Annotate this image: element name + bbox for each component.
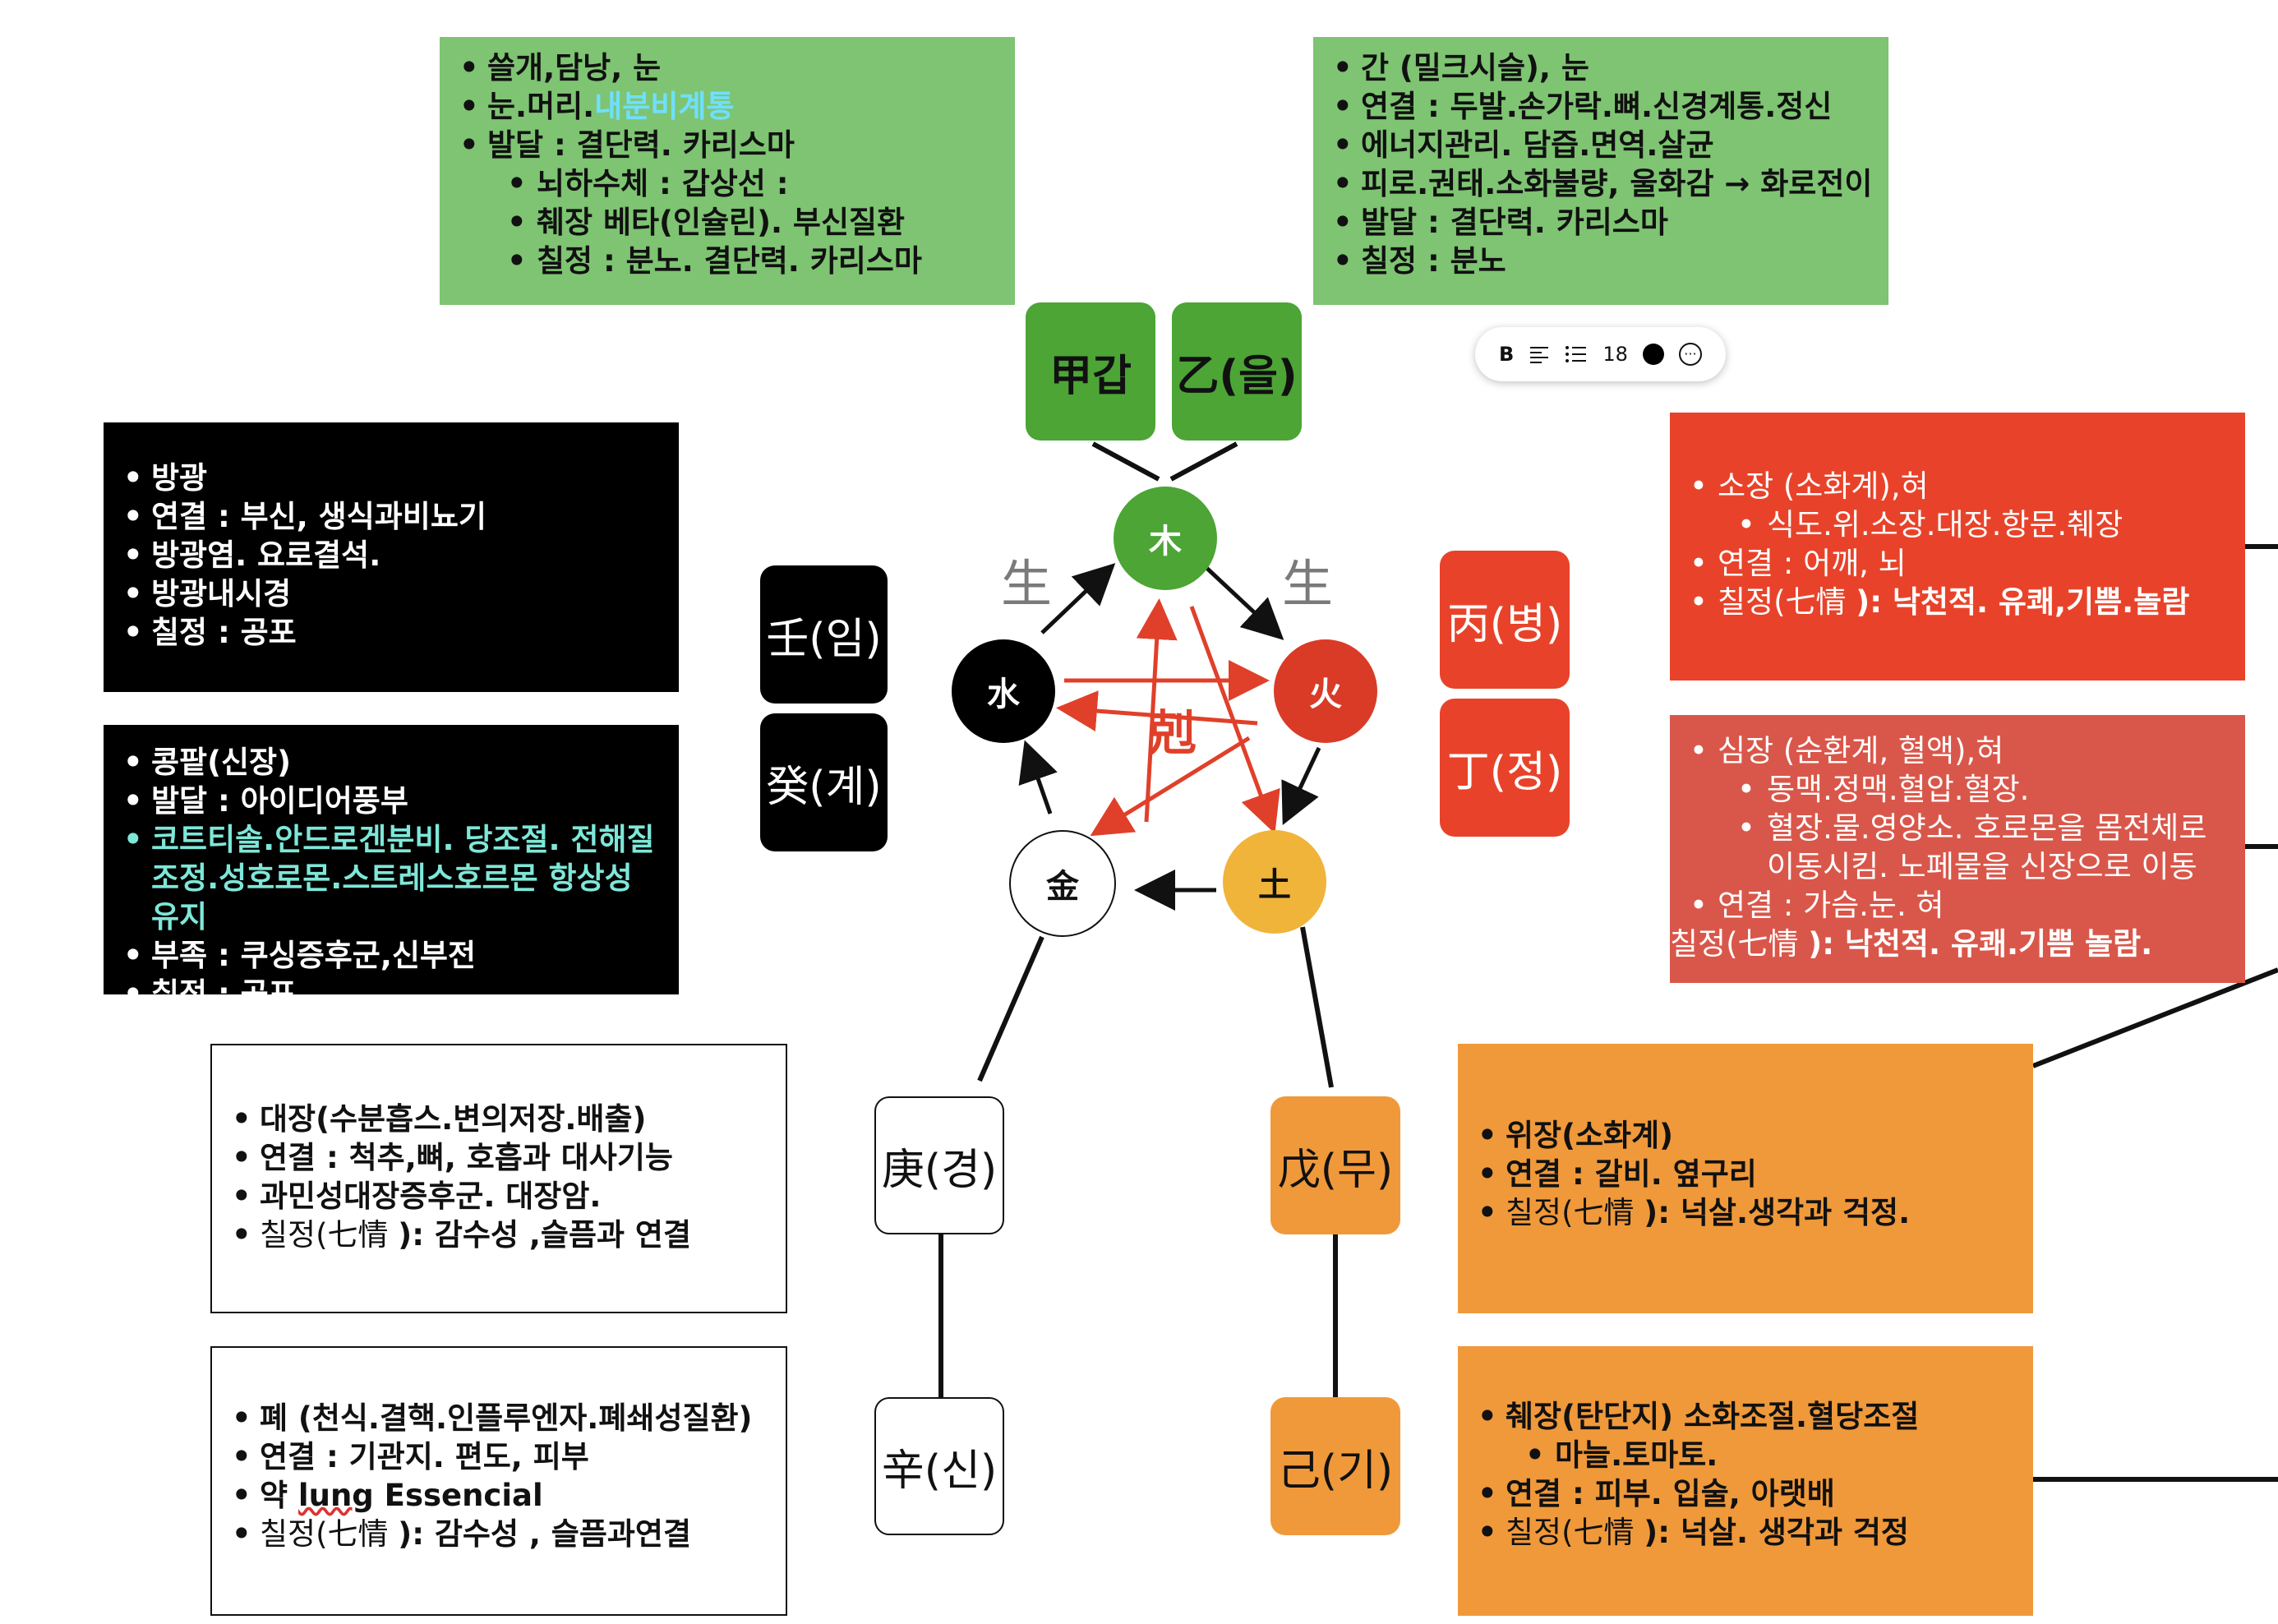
- list-item: 칠정(七情 ): 감수성 , 슬픔과연결: [212, 1515, 786, 1553]
- connector-line: [1169, 441, 1238, 482]
- list-item: 칠정(七情 ): 낙천적. 유쾌,기쁨.놀람: [1670, 583, 2245, 621]
- list-item: 약 lung Essencial: [212, 1476, 786, 1515]
- stem-jeong[interactable]: 丁(정): [1440, 699, 1570, 837]
- list-item: 연결 : 어깨, 뇌: [1670, 544, 2245, 583]
- arrow-fire-to-earth: [1281, 746, 1321, 826]
- list-item: 연결 : 두발.손가락.뼈.신경계통.정신: [1313, 87, 1888, 126]
- earth-stomach-box: 위장(소화계) 연결 : 갈비. 옆구리 칠정(七情 ): 넉살.생각과 걱정.: [1458, 1044, 2033, 1313]
- element-fire[interactable]: 火: [1274, 639, 1377, 743]
- stem-gyeong[interactable]: 庚(경): [874, 1096, 1004, 1234]
- arrow-wood-to-fire: [1202, 564, 1284, 640]
- connector-line: [977, 935, 1044, 1082]
- list-item: 쓸개,담낭, 눈: [440, 48, 1015, 87]
- list-item: 발달 : 결단력. 카리스마: [440, 126, 1015, 164]
- list-item: 발달 : 아이디어풍부: [104, 782, 662, 820]
- stem-gap[interactable]: 甲갑: [1026, 302, 1155, 441]
- list-item: 칠정 : 분노: [1313, 242, 1888, 280]
- list-item: 췌장 베타(인슐린). 부신질환: [440, 203, 1015, 242]
- text-format-toolbar: B 18 ···: [1475, 327, 1726, 381]
- connector-line: [2031, 967, 2278, 1068]
- generate-label-right: 生: [1282, 554, 1334, 614]
- wood-gallbladder-box: 쓸개,담낭, 눈 눈.머리.내분비계통 발달 : 결단력. 카리스마 뇌하수체 …: [440, 37, 1015, 305]
- list-item: 연결 : 기관지. 편도, 피부: [212, 1437, 786, 1476]
- list-item: 췌장(탄단지) 소화조절.혈당조절: [1458, 1397, 2033, 1436]
- list-item: 연결 : 갈비. 옆구리: [1458, 1155, 2033, 1193]
- list-item: 칠정 : 공포: [104, 613, 679, 652]
- fire-heart-box: 심장 (순환계, 혈액),혀 동맥.정맥.혈압.혈장. 혈장.물.영양소. 호로…: [1670, 715, 2245, 983]
- stem-mu[interactable]: 戊(무): [1270, 1096, 1400, 1234]
- wood-liver-box: 간 (밀크시슬), 눈 연결 : 두발.손가락.뼈.신경계통.정신 에너지관리.…: [1313, 37, 1888, 305]
- list-item: 식도.위.소장.대장.항문.췌장: [1670, 505, 2245, 544]
- list-item: 연결 : 부신, 생식과비뇨기: [104, 497, 679, 536]
- list-item: 코트티솔.안드로겐분비. 당조절. 전해질조정.성호로몬.스트레스호르몬 항상성…: [104, 820, 662, 936]
- list-item: 연결 : 척추,뼈, 호흡과 대사기능: [212, 1138, 786, 1177]
- arrow-metal-to-water: [1018, 740, 1058, 814]
- list-item: 방광내시경: [104, 574, 679, 613]
- element-water[interactable]: 水: [952, 639, 1055, 743]
- stem-gye[interactable]: 癸(계): [760, 713, 888, 851]
- list-item: 에너지관리. 담즙.면역.살균: [1313, 126, 1888, 164]
- bullet-list-icon[interactable]: [1565, 345, 1588, 363]
- generate-label-left: 生: [1001, 554, 1053, 614]
- metal-large-intestine-box: 대장(수분흡스.변의저장.배출) 연결 : 척추,뼈, 호흡과 대사기능 과민성…: [210, 1044, 787, 1313]
- list-item: 칠정 : 분노. 결단력. 카리스마: [440, 242, 1015, 280]
- list-item: 칠정(七情 ): 낙천적. 유쾌.기쁨 놀람.: [1670, 926, 2153, 962]
- list-item: 심장 (순환계, 혈액),혀: [1670, 731, 2237, 770]
- arrow-fire-controls-metal: [1056, 690, 1258, 731]
- list-item: 과민성대장증후군. 대장암.: [212, 1177, 786, 1216]
- list-item: 연결 : 가슴.눈. 혀: [1670, 886, 2237, 925]
- list-item: 대장(수분흡스.변의저장.배출): [212, 1100, 786, 1138]
- list-item: 뇌하수체 : 갑상선 :: [440, 164, 1015, 203]
- stem-eul[interactable]: 乙(을): [1172, 302, 1302, 441]
- control-label: 剋: [1149, 705, 1197, 761]
- list-item: 방광: [104, 459, 679, 497]
- list-item: 눈.머리.내분비계통: [440, 87, 1015, 126]
- list-item: 혈장.물.영양소. 호로몬을 몸전체로 이동시킴. 노페물을 신장으로 이동: [1670, 809, 2237, 886]
- fire-small-intestine-box: 소장 (소화계),혀 식도.위.소장.대장.항문.췌장 연결 : 어깨, 뇌 칠…: [1670, 413, 2245, 681]
- list-item: 폐 (천식.결핵.인플루엔자.폐쇄성질환): [212, 1399, 786, 1437]
- list-item: 칠정 : 공포: [104, 975, 662, 1013]
- list-item: 위장(소화계): [1458, 1116, 2033, 1155]
- stem-im[interactable]: 壬(임): [760, 565, 888, 704]
- list-item: 방광염. 요로결석.: [104, 536, 679, 574]
- stem-byeong[interactable]: 丙(병): [1440, 551, 1570, 689]
- arrow-metal-controls-wood: [1136, 598, 1178, 823]
- font-size-value[interactable]: 18: [1602, 343, 1628, 366]
- more-options-icon[interactable]: ···: [1678, 343, 1702, 366]
- arrow-earth-controls-water: [1090, 736, 1251, 837]
- water-kidney-box: 콩팥(신장) 발달 : 아이디어풍부 코트티솔.안드로겐분비. 당조절. 전해질…: [104, 725, 679, 1013]
- bold-button[interactable]: B: [1499, 343, 1515, 366]
- list-item: 연결 : 피부. 입술, 아랫배: [1458, 1474, 2033, 1513]
- element-metal[interactable]: 金: [1009, 830, 1116, 937]
- stem-gi[interactable]: 己(기): [1270, 1397, 1400, 1535]
- list-item: 마늘.토마토.: [1458, 1436, 2033, 1474]
- connector-line: [1300, 926, 1334, 1088]
- stem-sin[interactable]: 辛(신): [874, 1397, 1004, 1535]
- arrow-water-to-wood: [1040, 563, 1116, 634]
- water-bladder-box: 방광 연결 : 부신, 생식과비뇨기 방광염. 요로결석. 방광내시경 칠정 :…: [104, 422, 679, 692]
- list-item: 부족 : 쿠싱증후군,신부전: [104, 936, 662, 975]
- element-earth[interactable]: 土: [1223, 830, 1326, 934]
- metal-lung-box: 폐 (천식.결핵.인플루엔자.폐쇄성질환) 연결 : 기관지. 편도, 피부 약…: [210, 1346, 787, 1616]
- list-item: 간 (밀크시슬), 눈: [1313, 48, 1888, 87]
- list-item: 칠정(七情 ): 감수성 ,슬픔과 연결: [212, 1216, 786, 1254]
- connector-line: [1091, 441, 1160, 482]
- list-item: 소장 (소화계),혀: [1670, 467, 2245, 505]
- text-color-icon[interactable]: [1642, 344, 1664, 365]
- list-item: 칠정(七情 ): 넉살.생각과 걱정.: [1458, 1193, 2033, 1232]
- arrow-wood-controls-earth: [1189, 606, 1280, 834]
- element-wood[interactable]: 木: [1114, 487, 1217, 590]
- earth-pancreas-box: 췌장(탄단지) 소화조절.혈당조절 마늘.토마토. 연결 : 피부. 입술, 아…: [1458, 1346, 2033, 1616]
- list-item: 칠정(七情 ): 넉살. 생각과 걱정: [1458, 1513, 2033, 1552]
- align-left-icon[interactable]: [1529, 345, 1550, 363]
- list-item: 발달 : 결단력. 카리스마: [1313, 203, 1888, 242]
- list-item: 피로.권태.소화불량, 울화감 → 화로전이: [1313, 164, 1888, 203]
- list-item: 동맥.정맥.혈압.혈장.: [1670, 770, 2237, 809]
- list-item: 콩팥(신장): [104, 743, 662, 782]
